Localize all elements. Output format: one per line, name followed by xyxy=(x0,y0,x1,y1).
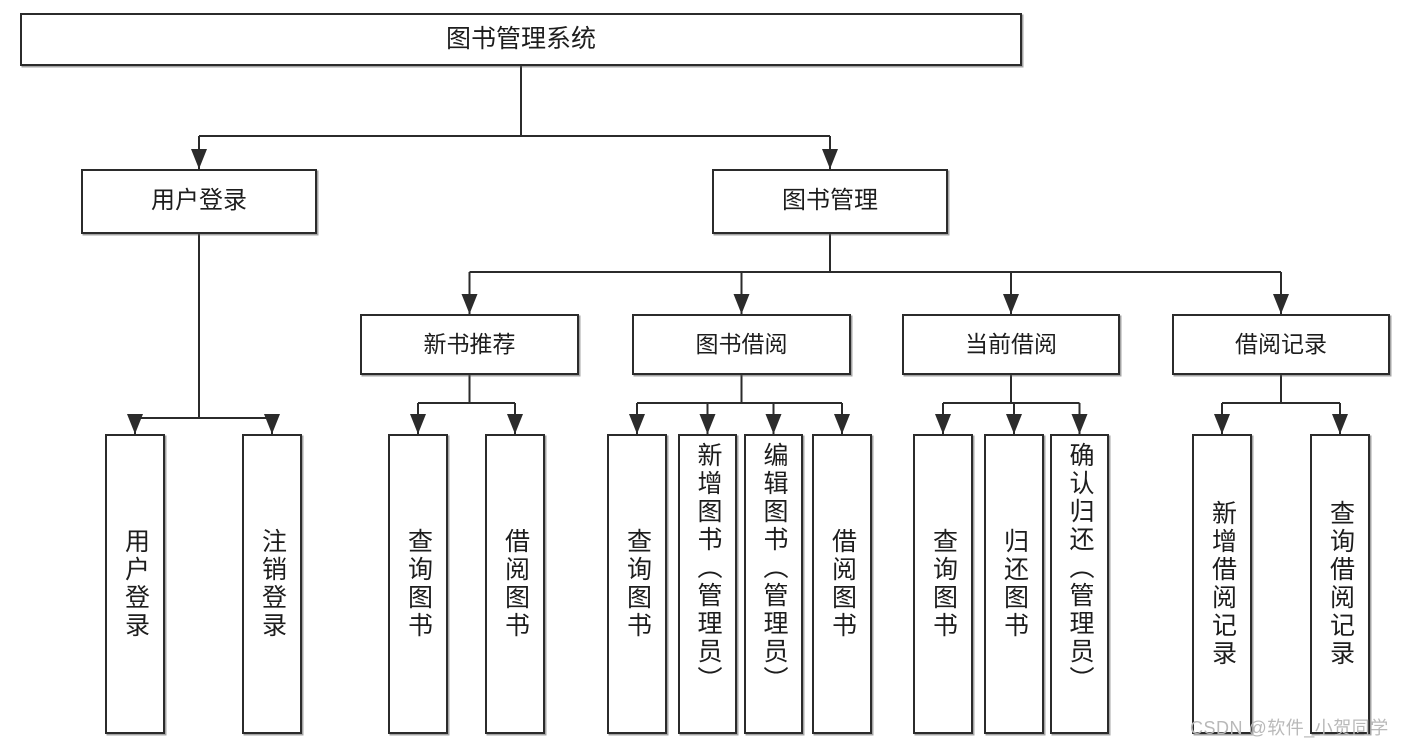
arrowhead-icon xyxy=(765,414,782,434)
arrowhead-icon xyxy=(1214,414,1230,434)
node-label-leaf-user-logout: 注销登录 xyxy=(258,528,287,640)
arrowhead-icon xyxy=(410,414,426,434)
node-new-book-rec[interactable]: 新书推荐 xyxy=(360,314,579,375)
node-label-leaf-query-book-2: 查询图书 xyxy=(623,528,652,640)
arrowhead-icon xyxy=(1006,414,1022,434)
arrowhead-icon xyxy=(629,414,645,434)
node-leaf-query-book-2[interactable]: 查询图书 xyxy=(607,434,667,734)
arrowhead-icon xyxy=(1003,294,1019,314)
arrowhead-icon xyxy=(264,414,280,434)
node-label-leaf-return-book: 归还图书 xyxy=(1000,528,1029,640)
node-label-leaf-confirm-return: 确认归还（管理员） xyxy=(1066,442,1094,694)
arrowhead-icon xyxy=(822,149,838,169)
arrowhead-icon xyxy=(1332,414,1348,434)
node-label-root: 图书管理系统 xyxy=(445,24,596,53)
node-label-leaf-add-record: 新增借阅记录 xyxy=(1208,500,1237,668)
arrowhead-icon xyxy=(461,294,478,314)
node-label-leaf-query-record: 查询借阅记录 xyxy=(1326,500,1355,668)
node-label-new-book-rec: 新书推荐 xyxy=(423,330,516,357)
node-leaf-confirm-return[interactable]: 确认归还（管理员） xyxy=(1050,434,1109,734)
watermark-text: CSDN @软件_小贺同学 xyxy=(1190,718,1389,738)
arrowhead-icon xyxy=(1071,414,1088,434)
node-label-leaf-add-book: 新增图书（管理员） xyxy=(694,442,722,694)
node-borrow-record[interactable]: 借阅记录 xyxy=(1172,314,1390,375)
node-leaf-user-logout[interactable]: 注销登录 xyxy=(242,434,302,734)
node-leaf-query-book-3[interactable]: 查询图书 xyxy=(913,434,973,734)
node-label-leaf-edit-book: 编辑图书（管理员） xyxy=(760,442,788,694)
node-label-borrow-record: 借阅记录 xyxy=(1235,330,1327,357)
node-leaf-borrow-book-1[interactable]: 借阅图书 xyxy=(485,434,545,734)
node-root[interactable]: 图书管理系统 xyxy=(20,13,1022,66)
node-label-leaf-query-book-3: 查询图书 xyxy=(929,528,958,640)
node-leaf-user-login[interactable]: 用户登录 xyxy=(105,434,165,734)
node-book-manage[interactable]: 图书管理 xyxy=(712,169,948,234)
node-label-current-borrow: 当前借阅 xyxy=(965,330,1057,357)
node-leaf-borrow-book-2[interactable]: 借阅图书 xyxy=(812,434,872,734)
node-label-book-borrow: 图书借阅 xyxy=(695,330,788,357)
node-label-leaf-query-book-1: 查询图书 xyxy=(404,528,433,640)
arrowhead-icon xyxy=(1273,294,1289,314)
node-leaf-query-record[interactable]: 查询借阅记录 xyxy=(1310,434,1370,734)
node-leaf-return-book[interactable]: 归还图书 xyxy=(984,434,1044,734)
arrowhead-icon xyxy=(127,414,143,434)
arrowhead-icon xyxy=(191,149,207,169)
node-user-login[interactable]: 用户登录 xyxy=(81,169,317,234)
arrowhead-icon xyxy=(935,414,951,434)
node-current-borrow[interactable]: 当前借阅 xyxy=(902,314,1120,375)
node-leaf-query-book-1[interactable]: 查询图书 xyxy=(388,434,448,734)
node-leaf-add-record[interactable]: 新增借阅记录 xyxy=(1192,434,1252,734)
arrowhead-icon xyxy=(733,294,750,314)
node-leaf-add-book[interactable]: 新增图书（管理员） xyxy=(678,434,737,734)
node-label-leaf-borrow-book-2: 借阅图书 xyxy=(828,528,857,640)
node-label-leaf-user-login: 用户登录 xyxy=(121,528,150,640)
node-label-leaf-borrow-book-1: 借阅图书 xyxy=(501,528,530,640)
arrowhead-icon xyxy=(507,414,523,434)
node-label-book-manage: 图书管理 xyxy=(782,187,878,215)
node-leaf-edit-book[interactable]: 编辑图书（管理员） xyxy=(744,434,803,734)
node-label-user-login: 用户登录 xyxy=(151,187,247,215)
node-book-borrow[interactable]: 图书借阅 xyxy=(632,314,851,375)
arrowhead-icon xyxy=(699,414,716,434)
arrowhead-icon xyxy=(834,414,850,434)
